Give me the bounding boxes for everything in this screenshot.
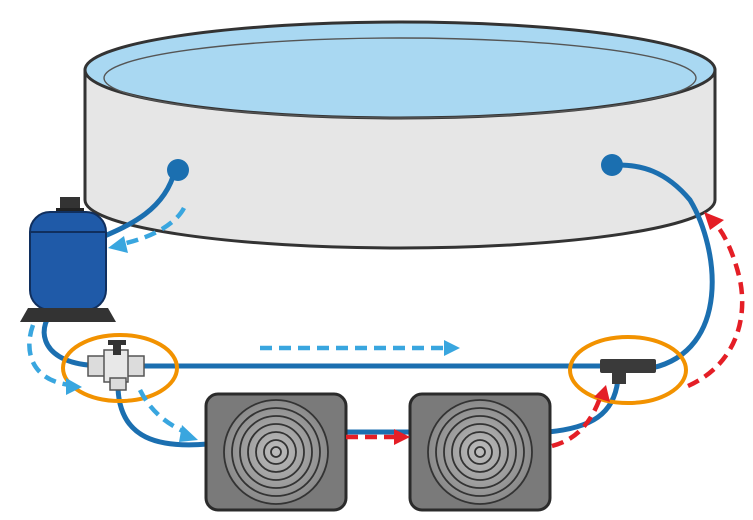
solar-heater-coil-icon [408, 392, 552, 512]
t-connector-icon [600, 359, 656, 384]
flow-arrowhead-cold [108, 236, 128, 253]
flow-arrowhead-warm [704, 212, 724, 230]
flow-arrowhead-cold [66, 378, 82, 395]
sand-filter-pump-icon [20, 197, 116, 322]
flow-arrow-cold [27, 324, 71, 388]
pipe-skimmer-to-filter [97, 167, 178, 241]
flow-arrowhead-cold [444, 340, 460, 356]
pipe-network [41, 162, 715, 448]
flow-arrowhead-cold [179, 425, 198, 442]
pipe-tee-to-inlet [615, 162, 715, 371]
flow-arrow-warm [687, 222, 745, 389]
flow-arrow-warm [551, 397, 603, 449]
three-way-valve-icon [87, 340, 145, 391]
flow-arrowhead-warm [594, 385, 610, 402]
pipe-valve-to-panel-1 [115, 385, 211, 448]
valve-highlight-ring [61, 333, 179, 403]
solar-heater-coil-icon [204, 392, 348, 512]
flow-arrow-cold [121, 206, 186, 247]
pipe-panel-2-to-tee [545, 375, 621, 435]
flow-arrowhead-warm [394, 429, 410, 445]
pool-outlet-icon [167, 159, 189, 181]
pool-inlet-icon [601, 154, 623, 176]
above-ground-pool-icon [83, 20, 717, 250]
flow-arrow-cold [137, 388, 186, 435]
tee-highlight-ring [568, 335, 688, 405]
